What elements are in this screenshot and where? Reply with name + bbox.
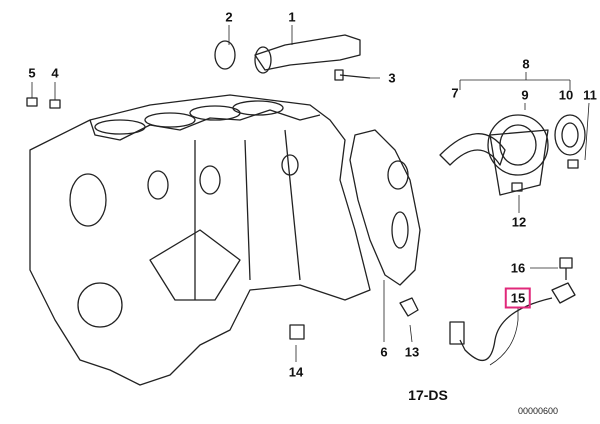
drawing-number: 00000600	[517, 406, 559, 416]
pipe-1	[254, 34, 361, 71]
group-code: 17-DS	[408, 387, 448, 403]
callout-9[interactable]: 9	[521, 87, 529, 103]
callout-2[interactable]: 2	[225, 9, 233, 25]
callout-16[interactable]: 16	[510, 260, 526, 276]
callout-10[interactable]: 10	[558, 87, 574, 103]
callout-5[interactable]: 5	[28, 65, 36, 81]
callout-15-highlighted[interactable]: 15	[504, 287, 532, 309]
callout-3[interactable]: 3	[388, 70, 396, 86]
callout-12[interactable]: 12	[511, 214, 527, 230]
callout-6[interactable]: 6	[380, 344, 388, 360]
callout-8[interactable]: 8	[522, 56, 530, 72]
gasket-6	[349, 129, 421, 286]
callout-1[interactable]: 1	[288, 9, 296, 25]
callout-11[interactable]: 11	[583, 87, 597, 103]
callout-14[interactable]: 14	[288, 364, 304, 380]
engine-block	[29, 94, 371, 386]
callout-4[interactable]: 4	[51, 65, 59, 81]
callout-13[interactable]: 13	[404, 344, 420, 360]
callout-7[interactable]: 7	[451, 85, 459, 101]
